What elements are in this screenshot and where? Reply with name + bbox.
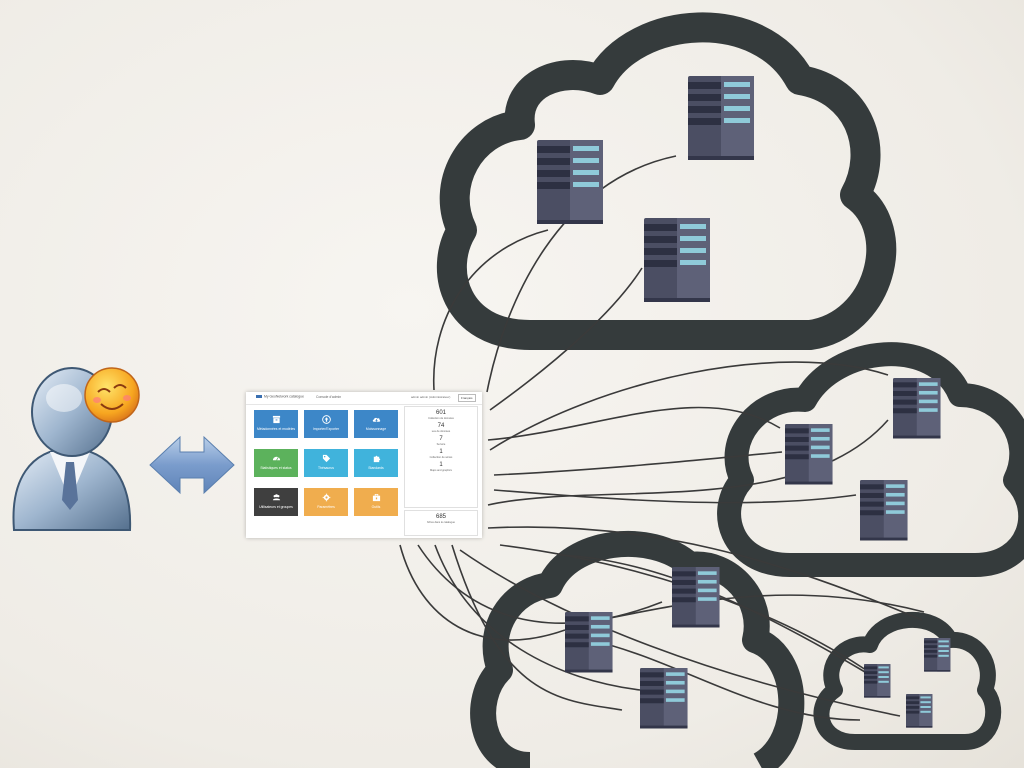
tile-cloud-download[interactable]: Moissonnage: [354, 410, 398, 438]
server-icon: [924, 638, 951, 672]
tile-label: Outils: [371, 505, 381, 509]
tile-label: Métadonnées et modèles: [256, 427, 296, 431]
cloud-bottom: [470, 531, 805, 768]
stat-value[interactable]: 601: [435, 410, 446, 416]
dashboard-icon: [272, 454, 281, 463]
server-icon: [565, 612, 613, 673]
server-icon: [906, 694, 933, 728]
puzzle-icon: [372, 454, 381, 463]
tile-label: Thésaurus: [317, 466, 335, 470]
logo-icon: [256, 395, 262, 398]
server-icon: [672, 567, 720, 628]
server-icon: [537, 140, 603, 224]
tile-gear[interactable]: Paramètres: [304, 488, 348, 516]
admin-console-link[interactable]: Console d'admin: [316, 395, 342, 399]
stat-label: ues de données: [431, 430, 451, 433]
admin-console-panel: My GeoNetwork catalogue Console d'admin …: [246, 392, 482, 538]
app-logo[interactable]: My GeoNetwork catalogue: [256, 395, 306, 399]
tile-label: Standards: [368, 466, 384, 470]
stat-label: Service: [436, 443, 446, 446]
tags-icon: [322, 454, 331, 463]
server-icon: [893, 378, 941, 439]
tile-puzzle[interactable]: Standards: [354, 449, 398, 477]
tile-upload[interactable]: Importer/Exporter: [304, 410, 348, 438]
catalog-count-label: fiches dans le catalogue: [427, 521, 455, 524]
tile-label: Moissonnage: [365, 427, 387, 431]
stat-label: Collection de séries: [429, 456, 453, 459]
server-icon: [785, 424, 833, 485]
user-avatar-icon: [12, 367, 140, 531]
user-menu[interactable]: admin admin (Administrateur): [411, 395, 451, 399]
server-icon: [644, 218, 710, 302]
cloud-top: [436, 12, 897, 350]
tile-toolbox[interactable]: Outils: [354, 488, 398, 516]
stat-value[interactable]: 74: [437, 423, 445, 429]
cloud-small: [813, 611, 1002, 750]
toolbox-icon: [372, 493, 381, 502]
tile-tags[interactable]: Thésaurus: [304, 449, 348, 477]
tile-users[interactable]: Utilisateurs et groupes: [254, 488, 298, 516]
tile-archive[interactable]: Métadonnées et modèles: [254, 410, 298, 438]
tile-label: Utilisateurs et groupes: [259, 505, 293, 509]
server-icon: [864, 664, 891, 698]
catalog-count: 685: [435, 514, 446, 520]
stat-value[interactable]: 1: [439, 449, 443, 455]
gear-icon: [322, 493, 331, 502]
tile-label: Statistiques et status: [260, 466, 292, 470]
stat-label: Collection de données: [428, 417, 454, 420]
tile-label: Paramètres: [317, 505, 335, 509]
server-icon: [688, 76, 754, 160]
cloud-download-icon: [372, 415, 381, 424]
top-bar: My GeoNetwork catalogue Console d'admin …: [246, 392, 482, 405]
language-select[interactable]: Français: [458, 393, 476, 402]
stat-value[interactable]: 7: [439, 436, 443, 442]
upload-icon: [321, 415, 331, 424]
stat-label: Maps and graphics: [430, 469, 452, 472]
catalog-count-panel: 685 fiches dans le catalogue: [404, 510, 478, 536]
archive-icon: [272, 415, 281, 424]
tile-label: Importer/Exporter: [312, 427, 340, 431]
tile-dashboard[interactable]: Statistiques et status: [254, 449, 298, 477]
server-icon: [860, 480, 908, 541]
double-arrow-icon: [149, 435, 235, 495]
stat-value[interactable]: 1: [439, 462, 443, 468]
server-icon: [640, 668, 688, 729]
users-icon: [272, 493, 281, 502]
